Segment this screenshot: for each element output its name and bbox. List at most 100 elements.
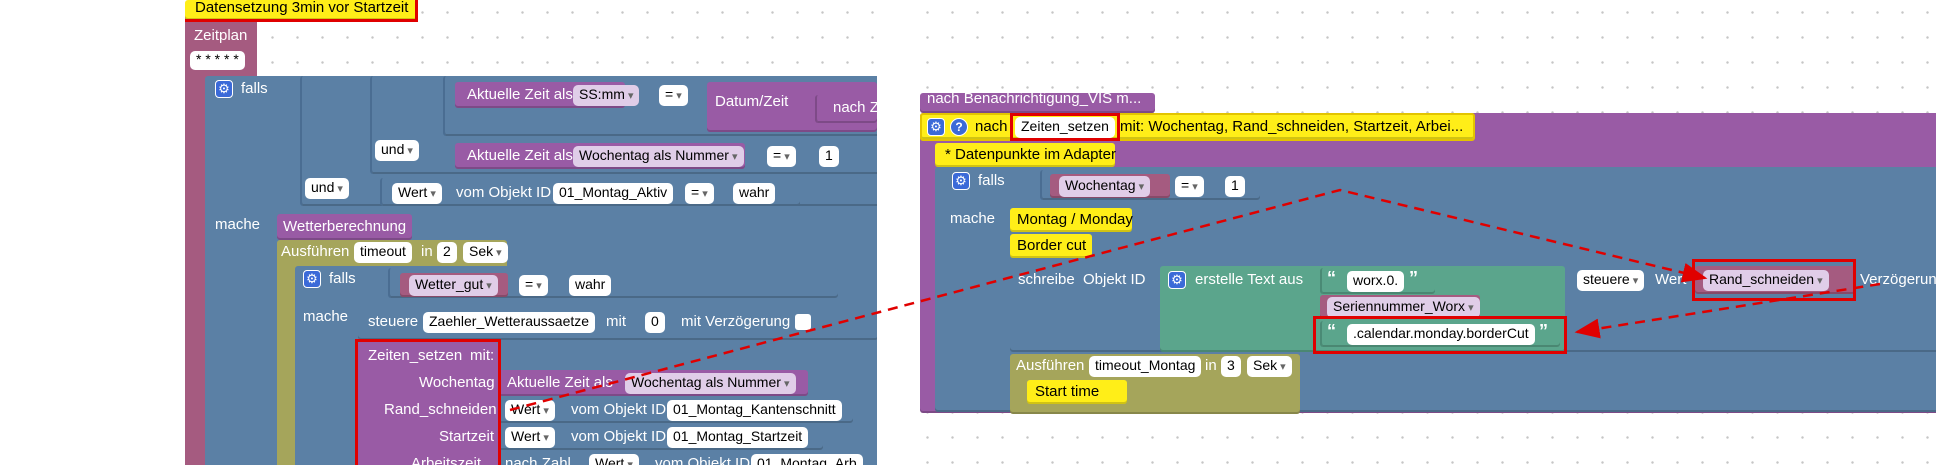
counter-object-id[interactable]: Zaehler_Wetteraussaetze <box>423 312 596 333</box>
timeout-number[interactable]: 2 <box>437 242 457 263</box>
param-label-2: Rand_schneiden <box>384 401 497 418</box>
cut-comment-text: nach Benachrichtigung_VIS m... <box>927 90 1142 107</box>
schedule-label: Zeitplan <box>194 27 248 44</box>
datetime-partial: nach Z <box>833 99 877 116</box>
do-label-right: mache <box>950 210 996 227</box>
param-weekday-dropdown[interactable]: Wochentag als Nummer <box>625 373 796 394</box>
text-value-highlight <box>1313 316 1567 354</box>
datetime-label: Datum/Zeit <box>715 93 789 110</box>
weather-call-label: Wetterberechnung <box>283 218 407 235</box>
timeout-name-right[interactable]: timeout_Montag <box>1089 356 1202 377</box>
control-dropdown-right[interactable]: steuere <box>1577 270 1645 291</box>
cut-comment-block[interactable] <box>920 93 1155 113</box>
object-id-label: Objekt ID <box>1083 271 1146 288</box>
do-label-2: mache <box>303 308 349 325</box>
weekday-dropdown[interactable]: Wochentag als Nummer <box>573 146 744 167</box>
comment-block[interactable] <box>185 0 417 20</box>
param-label-3: Startzeit <box>439 428 495 445</box>
weather-variable-dropdown[interactable]: Wetter_gut <box>409 275 498 296</box>
gear-icon-5[interactable]: ⚙ <box>1168 271 1186 289</box>
control-with: mit <box>606 313 626 330</box>
procedure-name-highlight <box>1010 113 1120 141</box>
and-dropdown-1[interactable]: und <box>375 140 419 161</box>
op-dropdown-right[interactable]: = <box>1175 176 1204 197</box>
serial-variable-dropdown[interactable]: Seriennummer_Worx <box>1327 297 1480 318</box>
op-dropdown-2[interactable]: = <box>767 146 796 167</box>
border-cut-comment: Border cut <box>1017 237 1087 254</box>
procedure-call-block[interactable] <box>358 342 498 465</box>
control-label: steuere <box>368 313 419 330</box>
op-dropdown-3[interactable]: = <box>685 183 714 204</box>
control-wert-label: Wert <box>1655 271 1687 288</box>
procedure-call-with: mit: <box>470 347 495 364</box>
start-time-comment: Start time <box>1035 383 1100 400</box>
left-workspace[interactable]: Zeitplan * * * * * Datensetzung 3min vor… <box>185 0 877 465</box>
timeout-in: in <box>421 243 433 260</box>
delay-checkbox[interactable] <box>795 314 811 330</box>
param-object-id-4[interactable]: 01_Montag_Arb <box>751 454 863 465</box>
timeout-in-right: in <box>1205 357 1217 374</box>
datetime-inner[interactable] <box>815 95 877 123</box>
adapter-comment: * Datenpunkte im Adapter <box>945 146 1116 163</box>
adapter-comment-block[interactable] <box>935 143 1115 167</box>
param-from-object-2: vom Objekt ID <box>571 401 667 418</box>
quote-close-icon-1: ” <box>1409 268 1418 288</box>
from-object-label-1: vom Objekt ID <box>456 184 552 201</box>
param-label-1: Wochentag <box>419 374 495 391</box>
param-object-id-3[interactable]: 01_Montag_Startzeit <box>667 427 809 448</box>
param-from-object-3: vom Objekt ID <box>571 428 667 445</box>
gear-icon-3[interactable]: ⚙ <box>927 118 945 136</box>
op-dropdown-4[interactable]: = <box>519 275 548 296</box>
control-delay-right: Verzögerun <box>1860 271 1936 288</box>
op-dropdown-1[interactable]: = <box>659 85 688 106</box>
and-dropdown-2[interactable]: und <box>305 178 349 199</box>
procedure-call-name: Zeiten_setzen <box>368 347 463 364</box>
param-number-label-4: nach Zahl <box>505 455 571 465</box>
if-label-2: falls <box>329 270 356 287</box>
param-value-dropdown-4[interactable]: Wert <box>589 454 639 465</box>
gear-icon-2[interactable]: ⚙ <box>303 270 321 288</box>
right-workspace[interactable]: nach Benachrichtigung_VIS m... ⚙ ? nach … <box>915 0 1936 465</box>
procedure-call-highlight <box>355 339 501 465</box>
if-label-right: falls <box>978 172 1005 189</box>
create-text-label: erstelle Text aus <box>1195 271 1304 288</box>
timeout-label: Ausführen <box>281 243 350 260</box>
rand-var-highlight <box>1692 259 1856 301</box>
timeout-unit-dropdown[interactable]: Sek <box>463 242 508 263</box>
param-object-id-2[interactable]: 01_Montag_Kantenschnitt <box>667 400 842 421</box>
schedule-value[interactable]: * * * * * <box>190 51 245 70</box>
weather-call-block[interactable] <box>277 214 412 240</box>
param-from-object-4: vom Objekt ID <box>655 455 751 465</box>
weekday-number[interactable]: 1 <box>819 146 839 167</box>
weekday-variable-dropdown[interactable]: Wochentag <box>1059 176 1151 197</box>
object-id-1[interactable]: 01_Montag_Aktiv <box>553 183 674 204</box>
do-label-1: mache <box>215 216 261 233</box>
quote-open-icon-1: “ <box>1327 268 1336 288</box>
gear-icon-4[interactable]: ⚙ <box>952 172 970 190</box>
timeout-name[interactable]: timeout <box>354 242 412 263</box>
time-format-dropdown[interactable]: SS:mm <box>573 85 640 106</box>
timeout-number-right[interactable]: 3 <box>1221 356 1241 377</box>
param-value-label-1: Aktuelle Zeit als <box>507 374 613 391</box>
timeout-unit-right[interactable]: Sek <box>1247 356 1292 377</box>
comment-text: Datensetzung 3min vor Startzeit <box>195 0 409 16</box>
if-label: falls <box>241 80 268 97</box>
help-icon[interactable]: ? <box>950 118 968 136</box>
procedure-prefix: nach <box>975 118 1008 135</box>
text-value-1[interactable]: worx.0. <box>1347 271 1405 292</box>
procedure-params: mit: Wochentag, Rand_schneiden, Startzei… <box>1120 118 1464 135</box>
comment-highlight <box>185 0 418 22</box>
param-label-4: Arbeitszeit <box>411 455 482 465</box>
param-value-dropdown-2[interactable]: Wert <box>505 400 555 421</box>
true-value-1[interactable]: wahr <box>733 183 776 204</box>
value-dropdown-1[interactable]: Wert <box>392 183 442 204</box>
procedure-name[interactable]: Zeiten_setzen <box>1015 117 1115 138</box>
true-value-2[interactable]: wahr <box>569 275 612 296</box>
control-delay: mit Verzögerung <box>681 313 791 330</box>
control-value[interactable]: 0 <box>645 312 665 333</box>
time-label-1: Aktuelle Zeit als <box>467 86 573 103</box>
weekday-number-right[interactable]: 1 <box>1225 176 1245 197</box>
write-label: schreibe <box>1018 271 1075 288</box>
param-value-dropdown-3[interactable]: Wert <box>505 427 555 448</box>
gear-icon[interactable]: ⚙ <box>215 80 233 98</box>
